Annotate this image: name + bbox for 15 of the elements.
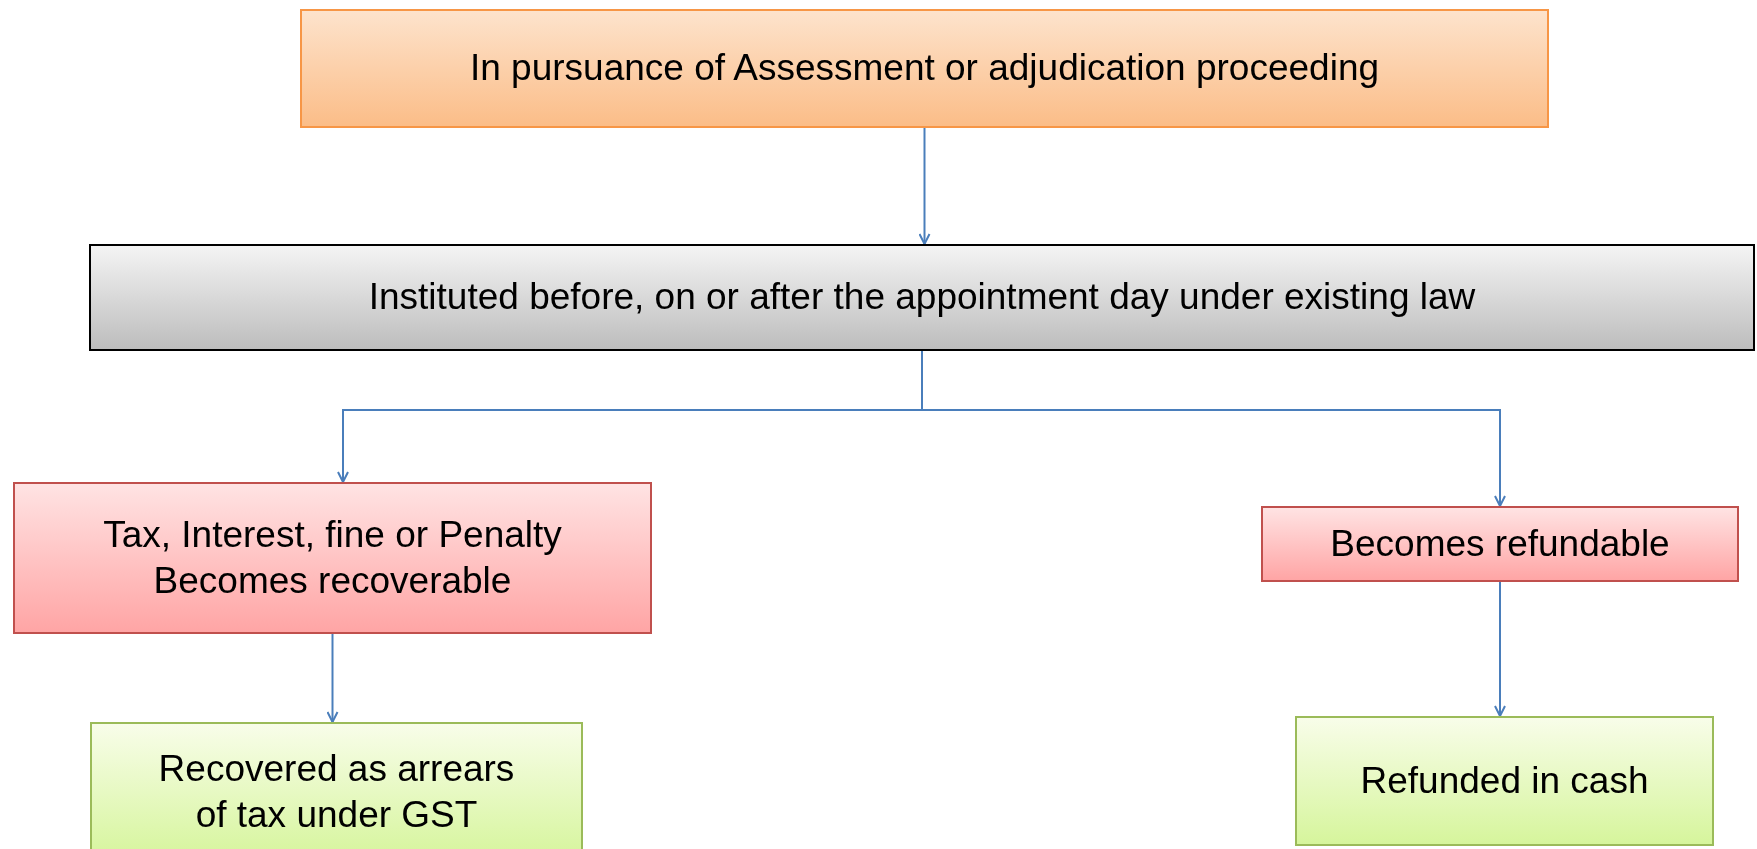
arrow <box>918 127 931 245</box>
box-label: Recovered as arrears of tax under GST <box>157 746 516 837</box>
box-label: Instituted before, on or after the appointment day under existing law <box>367 275 1477 320</box>
process-box <box>1295 716 1714 846</box>
process-box <box>90 722 583 849</box>
box-label: Tax, Interest, fine or Penalty Becomes recoverable <box>102 512 563 603</box>
arrow <box>326 633 339 723</box>
box-label: In pursuance of Assessment or adjudication proceeding <box>468 46 1381 91</box>
box-label: Becomes refundable <box>1329 521 1671 566</box>
process-box <box>13 482 652 634</box>
process-box <box>300 9 1549 128</box>
process-box <box>89 244 1755 351</box>
process-box <box>1261 506 1739 582</box>
arrow <box>1494 581 1506 717</box>
box-label: Refunded in cash <box>1359 758 1650 803</box>
